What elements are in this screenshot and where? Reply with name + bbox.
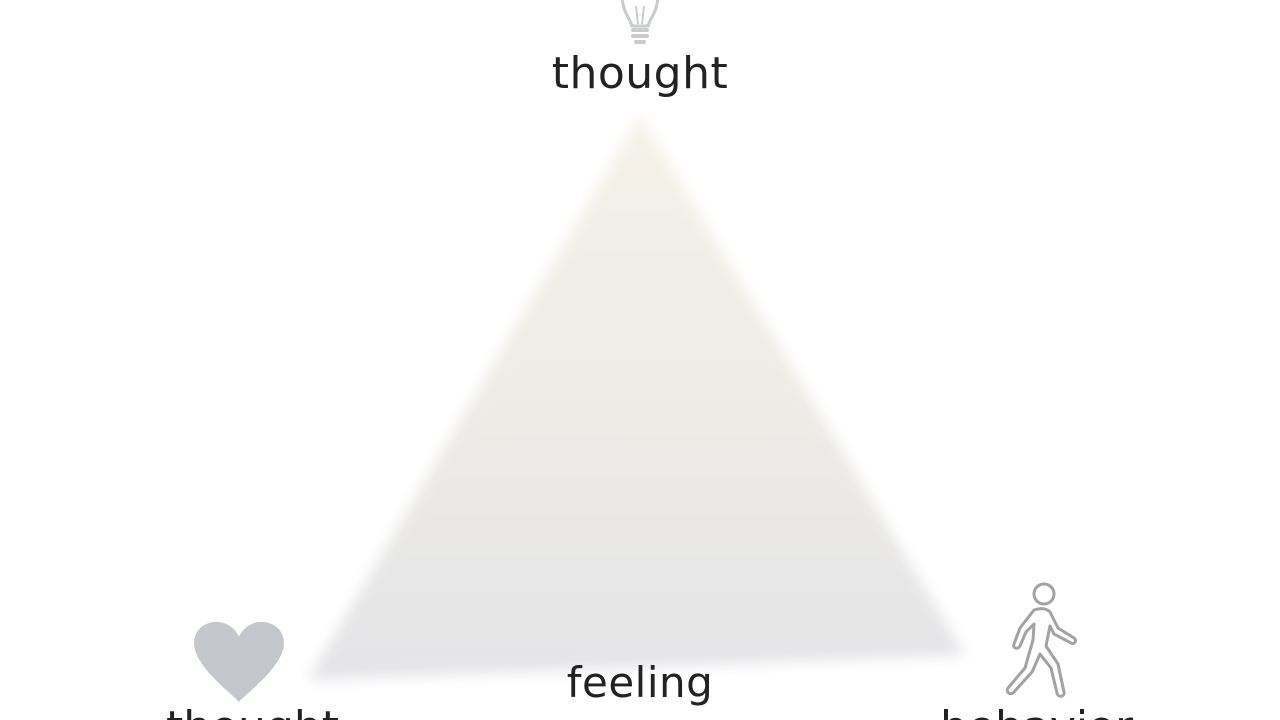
feeling-label: feeling [566,658,714,707]
lightbulb-icon [620,0,660,44]
bottom-left-label: thought [166,706,339,720]
behavior-label: behavior [940,706,1133,720]
thought-label: thought [551,48,729,99]
triangle-shape [308,115,965,680]
walking-person-icon [1005,582,1077,698]
heart-icon [194,621,284,703]
